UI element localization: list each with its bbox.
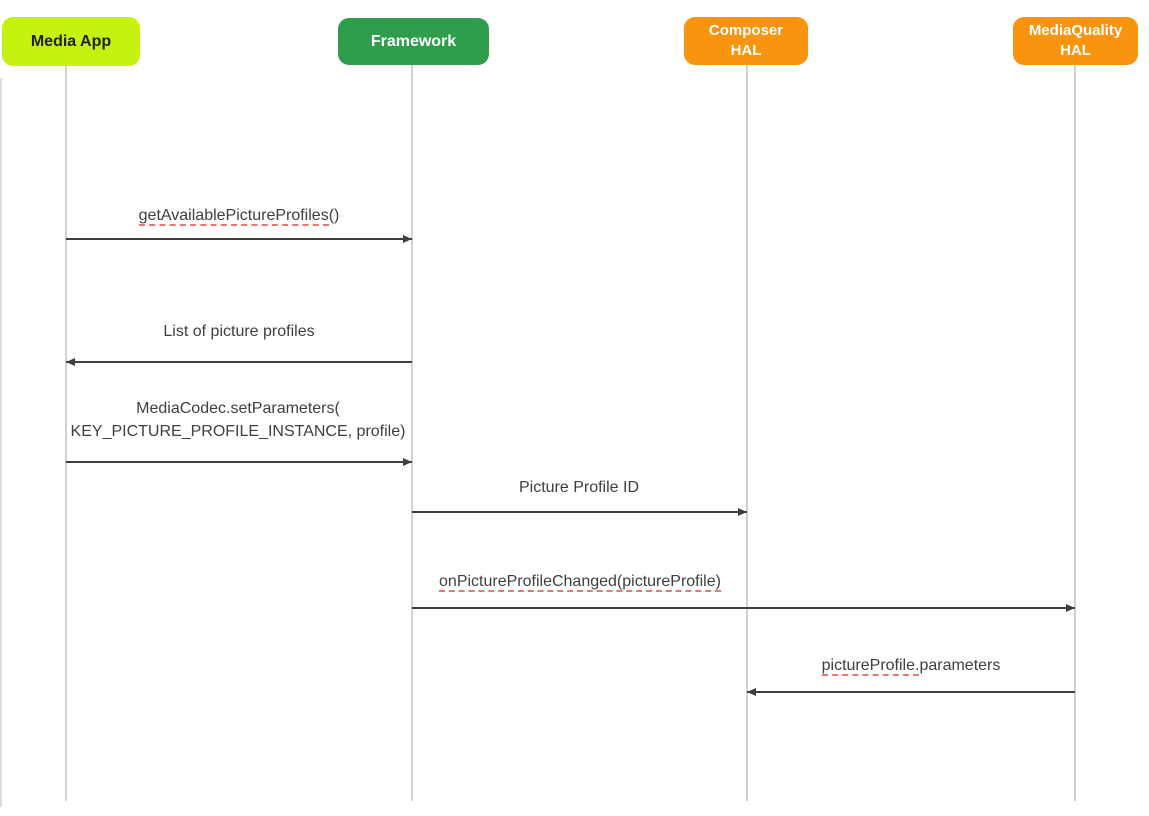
- lifeline-framework: [411, 65, 413, 801]
- actor-mediaquality-hal: MediaQuality HAL: [1013, 17, 1138, 65]
- message-label-on-picture-profile-changed: onPictureProfileChanged(pictureProfile): [330, 570, 830, 593]
- message-arrow-picture-profile-id: [412, 508, 747, 516]
- actor-framework: Framework: [338, 18, 489, 65]
- message-text-segment: pictureProfile.: [821, 657, 920, 676]
- message-label-picture-profile-parameters: pictureProfile.parameters: [711, 654, 1111, 677]
- actor-media-app: Media App: [2, 17, 140, 66]
- lifeline-composer-hal: [746, 65, 748, 801]
- message-arrow-list-of-picture-profiles: [66, 358, 412, 366]
- message-text-segment: List of picture profiles: [163, 323, 315, 340]
- message-label-picture-profile-id: Picture Profile ID: [379, 476, 779, 499]
- message-arrow-on-picture-profile-changed: [412, 604, 1075, 612]
- message-text-segment: MediaCodec.setParameters( KEY_PICTURE_PR…: [70, 400, 406, 440]
- actor-composer-hal: Composer HAL: [684, 17, 808, 65]
- arrowhead-left-icon: [66, 358, 75, 366]
- left-border-line: [0, 78, 2, 807]
- arrowhead-right-icon: [403, 235, 412, 243]
- message-text-segment: parameters: [919, 657, 1001, 674]
- message-text-segment: getAvailablePictureProfiles: [138, 207, 329, 226]
- message-label-list-of-picture-profiles: List of picture profiles: [39, 320, 439, 343]
- message-arrow-mediacodec-set-parameters: [66, 458, 412, 466]
- message-text-segment: Picture Profile ID: [518, 479, 640, 496]
- message-label-mediacodec-set-parameters: MediaCodec.setParameters( KEY_PICTURE_PR…: [0, 397, 498, 443]
- message-arrow-picture-profile-parameters: [747, 688, 1075, 696]
- arrowhead-left-icon: [747, 688, 756, 696]
- arrowhead-right-icon: [403, 458, 412, 466]
- arrowhead-right-icon: [738, 508, 747, 516]
- arrowhead-right-icon: [1066, 604, 1075, 612]
- message-text-segment: (): [328, 207, 340, 224]
- message-arrow-get-available-picture-profiles: [66, 235, 412, 243]
- message-text-segment: onPictureProfileChanged(pictureProfile): [439, 573, 721, 592]
- lifeline-media-app: [65, 66, 67, 801]
- message-label-get-available-picture-profiles: getAvailablePictureProfiles(): [39, 204, 439, 227]
- lifeline-mediaquality-hal: [1074, 65, 1076, 801]
